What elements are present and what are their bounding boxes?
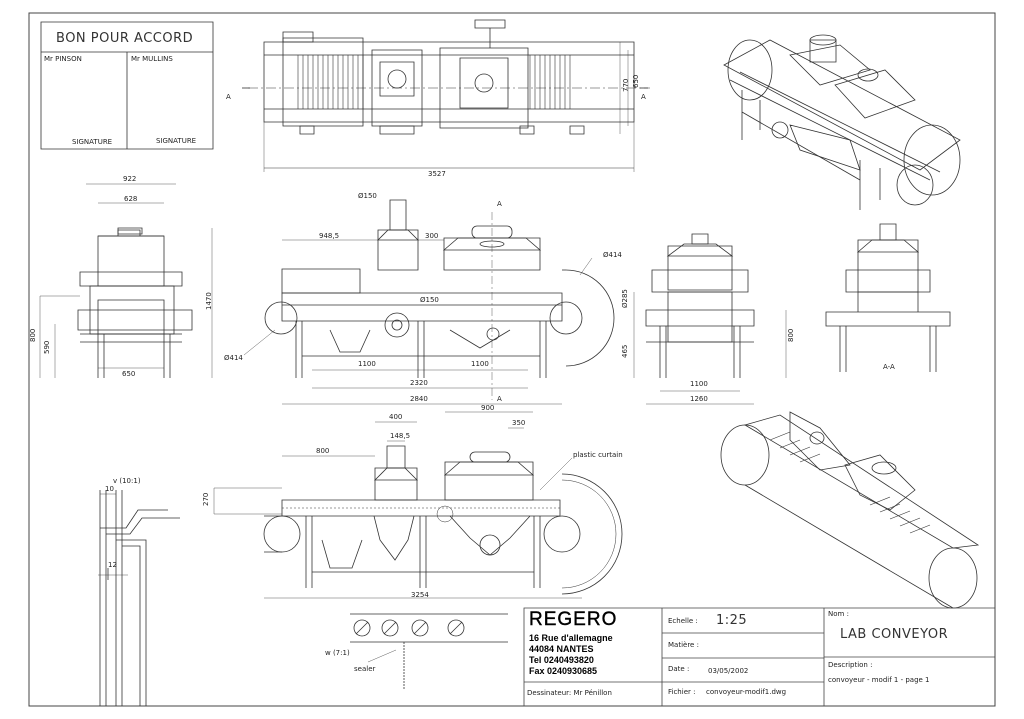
file-value: convoyeur-modif1.dwg [706, 688, 787, 696]
dim-800-bottom: 800 [316, 447, 330, 455]
dim-590: 590 [43, 340, 51, 354]
dim-3254: 3254 [411, 591, 429, 599]
dim-900: 900 [481, 404, 495, 412]
company-address-1: 16 Rue d'allemagne [529, 633, 613, 643]
material-label: Matière : [668, 641, 699, 649]
company-address-2: 44084 NANTES [529, 644, 594, 654]
title-block [524, 608, 995, 706]
detail-w-title: w (7:1) [325, 649, 350, 657]
company-logo: REGERO [529, 609, 618, 630]
dim-1100-b: 1100 [471, 360, 489, 368]
file-label: Fichier : [668, 688, 696, 696]
dim-800-left: 800 [29, 328, 37, 342]
dim-948: 948,5 [319, 232, 340, 240]
signature-label-2: SIGNATURE [156, 137, 197, 145]
scale-label: Echelle : [668, 617, 698, 625]
dim-dia-150-port: Ø150 [420, 296, 439, 304]
bottom-view [214, 412, 622, 598]
drawing-name: LAB CONVEYOR [840, 627, 949, 642]
dim-2320: 2320 [410, 379, 428, 387]
dim-148: 148,5 [390, 432, 411, 440]
company-fax: Fax 0240930685 [529, 666, 598, 676]
end-view-left [40, 184, 212, 378]
section-aa-label: A-A [883, 363, 895, 371]
dim-dia-414-left: Ø414 [224, 354, 243, 362]
dim-650-left: 650 [122, 370, 136, 378]
dim-1100-end: 1100 [690, 380, 708, 388]
dim-650-top: 650 [632, 74, 640, 88]
description-label: Description : [828, 661, 873, 669]
dim-400: 400 [389, 413, 403, 421]
approver-name-1: Mr PINSON [44, 55, 82, 63]
section-mark-left: A [226, 93, 231, 101]
belt-slats-left [298, 55, 570, 109]
isometric-view-top [724, 34, 960, 210]
dim-628: 628 [124, 195, 138, 203]
dim-1260: 1260 [690, 395, 708, 403]
dim-10: 10 [105, 485, 114, 493]
isometric-view-bottom [720, 412, 978, 609]
dim-465: 465 [621, 344, 629, 358]
dim-1470: 1470 [205, 292, 213, 310]
approver-name-2: Mr MULLINS [131, 55, 173, 63]
dim-350: 350 [512, 419, 526, 427]
dim-800-right: 800 [787, 328, 795, 342]
date-value: 03/05/2002 [708, 667, 749, 675]
sheet-border [29, 13, 995, 706]
section-mark-top: A [497, 200, 502, 208]
dim-300: 300 [425, 232, 439, 240]
approval-box [41, 22, 213, 149]
detail-w [350, 614, 508, 690]
sealer-callout: sealer [354, 665, 376, 673]
section-mark-right: A [641, 93, 646, 101]
dim-12: 12 [108, 561, 117, 569]
dim-770: 770 [622, 78, 630, 92]
scale-value: 1:25 [716, 613, 748, 628]
signature-label-1: SIGNATURE [72, 138, 113, 146]
dim-2840: 2840 [410, 395, 428, 403]
dim-dia-414-right: Ø414 [603, 251, 622, 259]
section-a-a [826, 224, 950, 372]
date-label: Date : [668, 665, 690, 673]
top-view [242, 20, 650, 172]
name-label: Nom : [828, 610, 849, 618]
description-value: convoyeur - modif 1 - page 1 [828, 676, 930, 684]
dim-dia-285: Ø285 [621, 289, 629, 308]
detail-v-title: v (10:1) [113, 477, 141, 485]
draughtsman: Dessinateur: Mr Pénillon [527, 689, 612, 697]
section-mark-bottom: A [497, 395, 502, 403]
approval-title: BON POUR ACCORD [56, 31, 194, 46]
detail-v [98, 490, 180, 706]
dim-1100-a: 1100 [358, 360, 376, 368]
end-view-right [634, 234, 786, 404]
dim-dia-150-stack: Ø150 [358, 192, 377, 200]
dim-270: 270 [202, 492, 210, 506]
plastic-curtain-callout: plastic curtain [573, 451, 623, 459]
side-view [244, 200, 614, 404]
dim-922: 922 [123, 175, 137, 183]
company-tel: Tel 0240493820 [529, 655, 594, 665]
dim-length: 3527 [428, 170, 446, 178]
